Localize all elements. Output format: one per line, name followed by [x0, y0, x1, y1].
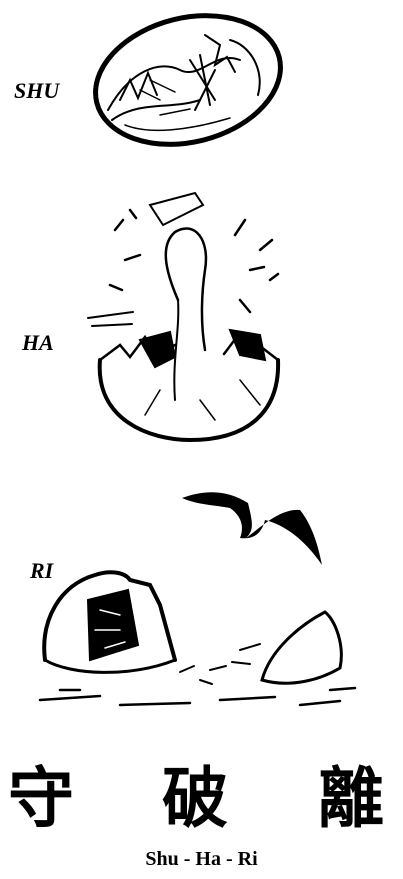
- stage-label-shu: SHU: [14, 78, 59, 104]
- flying-bird-illustration: [182, 492, 322, 565]
- kanji-ha: 破: [162, 758, 228, 838]
- kanji-ri: 離: [318, 758, 384, 838]
- broken-shell-illustration: [40, 572, 355, 705]
- whole-egg-illustration: [82, 0, 294, 163]
- stage-label-ri: RI: [30, 558, 53, 584]
- kanji-shu: 守: [8, 758, 74, 838]
- hatching-egg-illustration: [88, 193, 278, 440]
- kanji-row: 守 破 離: [0, 758, 403, 838]
- caption-shu-ha-ri: Shu - Ha - Ri: [0, 848, 403, 871]
- stage-label-ha: HA: [22, 330, 54, 356]
